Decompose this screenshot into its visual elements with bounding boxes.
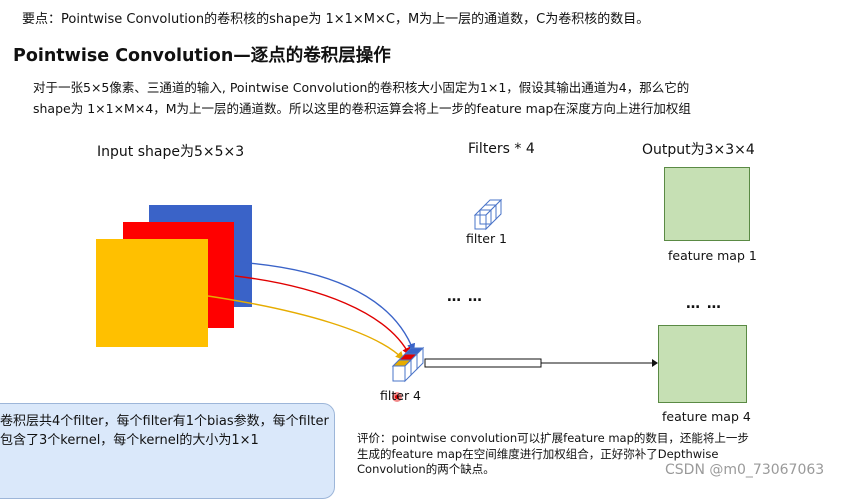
filter-4-cubes xyxy=(391,346,425,383)
filter-1-cubes xyxy=(473,198,503,231)
paragraph-line-1: 对于一张5×5像素、三通道的输入, Pointwise Convolution的… xyxy=(33,80,690,95)
output-label: Output为3×3×4 xyxy=(642,142,755,158)
feature-map-4-label: feature map 4 xyxy=(662,409,751,424)
section-title: Pointwise Convolution—逐点的卷积层操作 xyxy=(13,46,391,66)
filters-label: Filters * 4 xyxy=(468,141,535,157)
callout-box xyxy=(0,403,335,499)
ellipsis-mid: … … xyxy=(447,289,483,305)
filter-1-label: filter 1 xyxy=(466,231,508,246)
channel-blue-arrow xyxy=(235,261,416,353)
filter-4-label: filter 4 xyxy=(380,388,422,403)
watermark: CSDN @m0_73067063 xyxy=(665,462,825,478)
filter-4-to-feature-map-arrow xyxy=(424,358,658,368)
channel-yellow-arrow xyxy=(207,295,405,361)
ellipsis-right: … … xyxy=(686,296,722,312)
top-note: 要点：Pointwise Convolution的卷积核的shape为 1×1×… xyxy=(22,12,650,27)
input-channel-yellow xyxy=(96,239,208,347)
channel-red-arrow xyxy=(234,275,411,357)
feature-map-1 xyxy=(664,167,750,241)
feature-map-4 xyxy=(658,325,747,403)
callout-text: 卷积层共4个filter，每个filter有1个bias参数，每个filter包… xyxy=(0,414,329,448)
diagram-overlay xyxy=(207,198,658,402)
feature-map-1-label: feature map 1 xyxy=(668,248,757,263)
paragraph-line-2: shape为 1×1×M×4，M为上一层的通道数。所以这里的卷积运算会将上一步的… xyxy=(33,101,691,116)
evaluation-text: 评价：pointwise convolution可以扩展feature map的… xyxy=(357,431,749,476)
input-shape-label: Input shape为5×5×3 xyxy=(97,144,245,160)
